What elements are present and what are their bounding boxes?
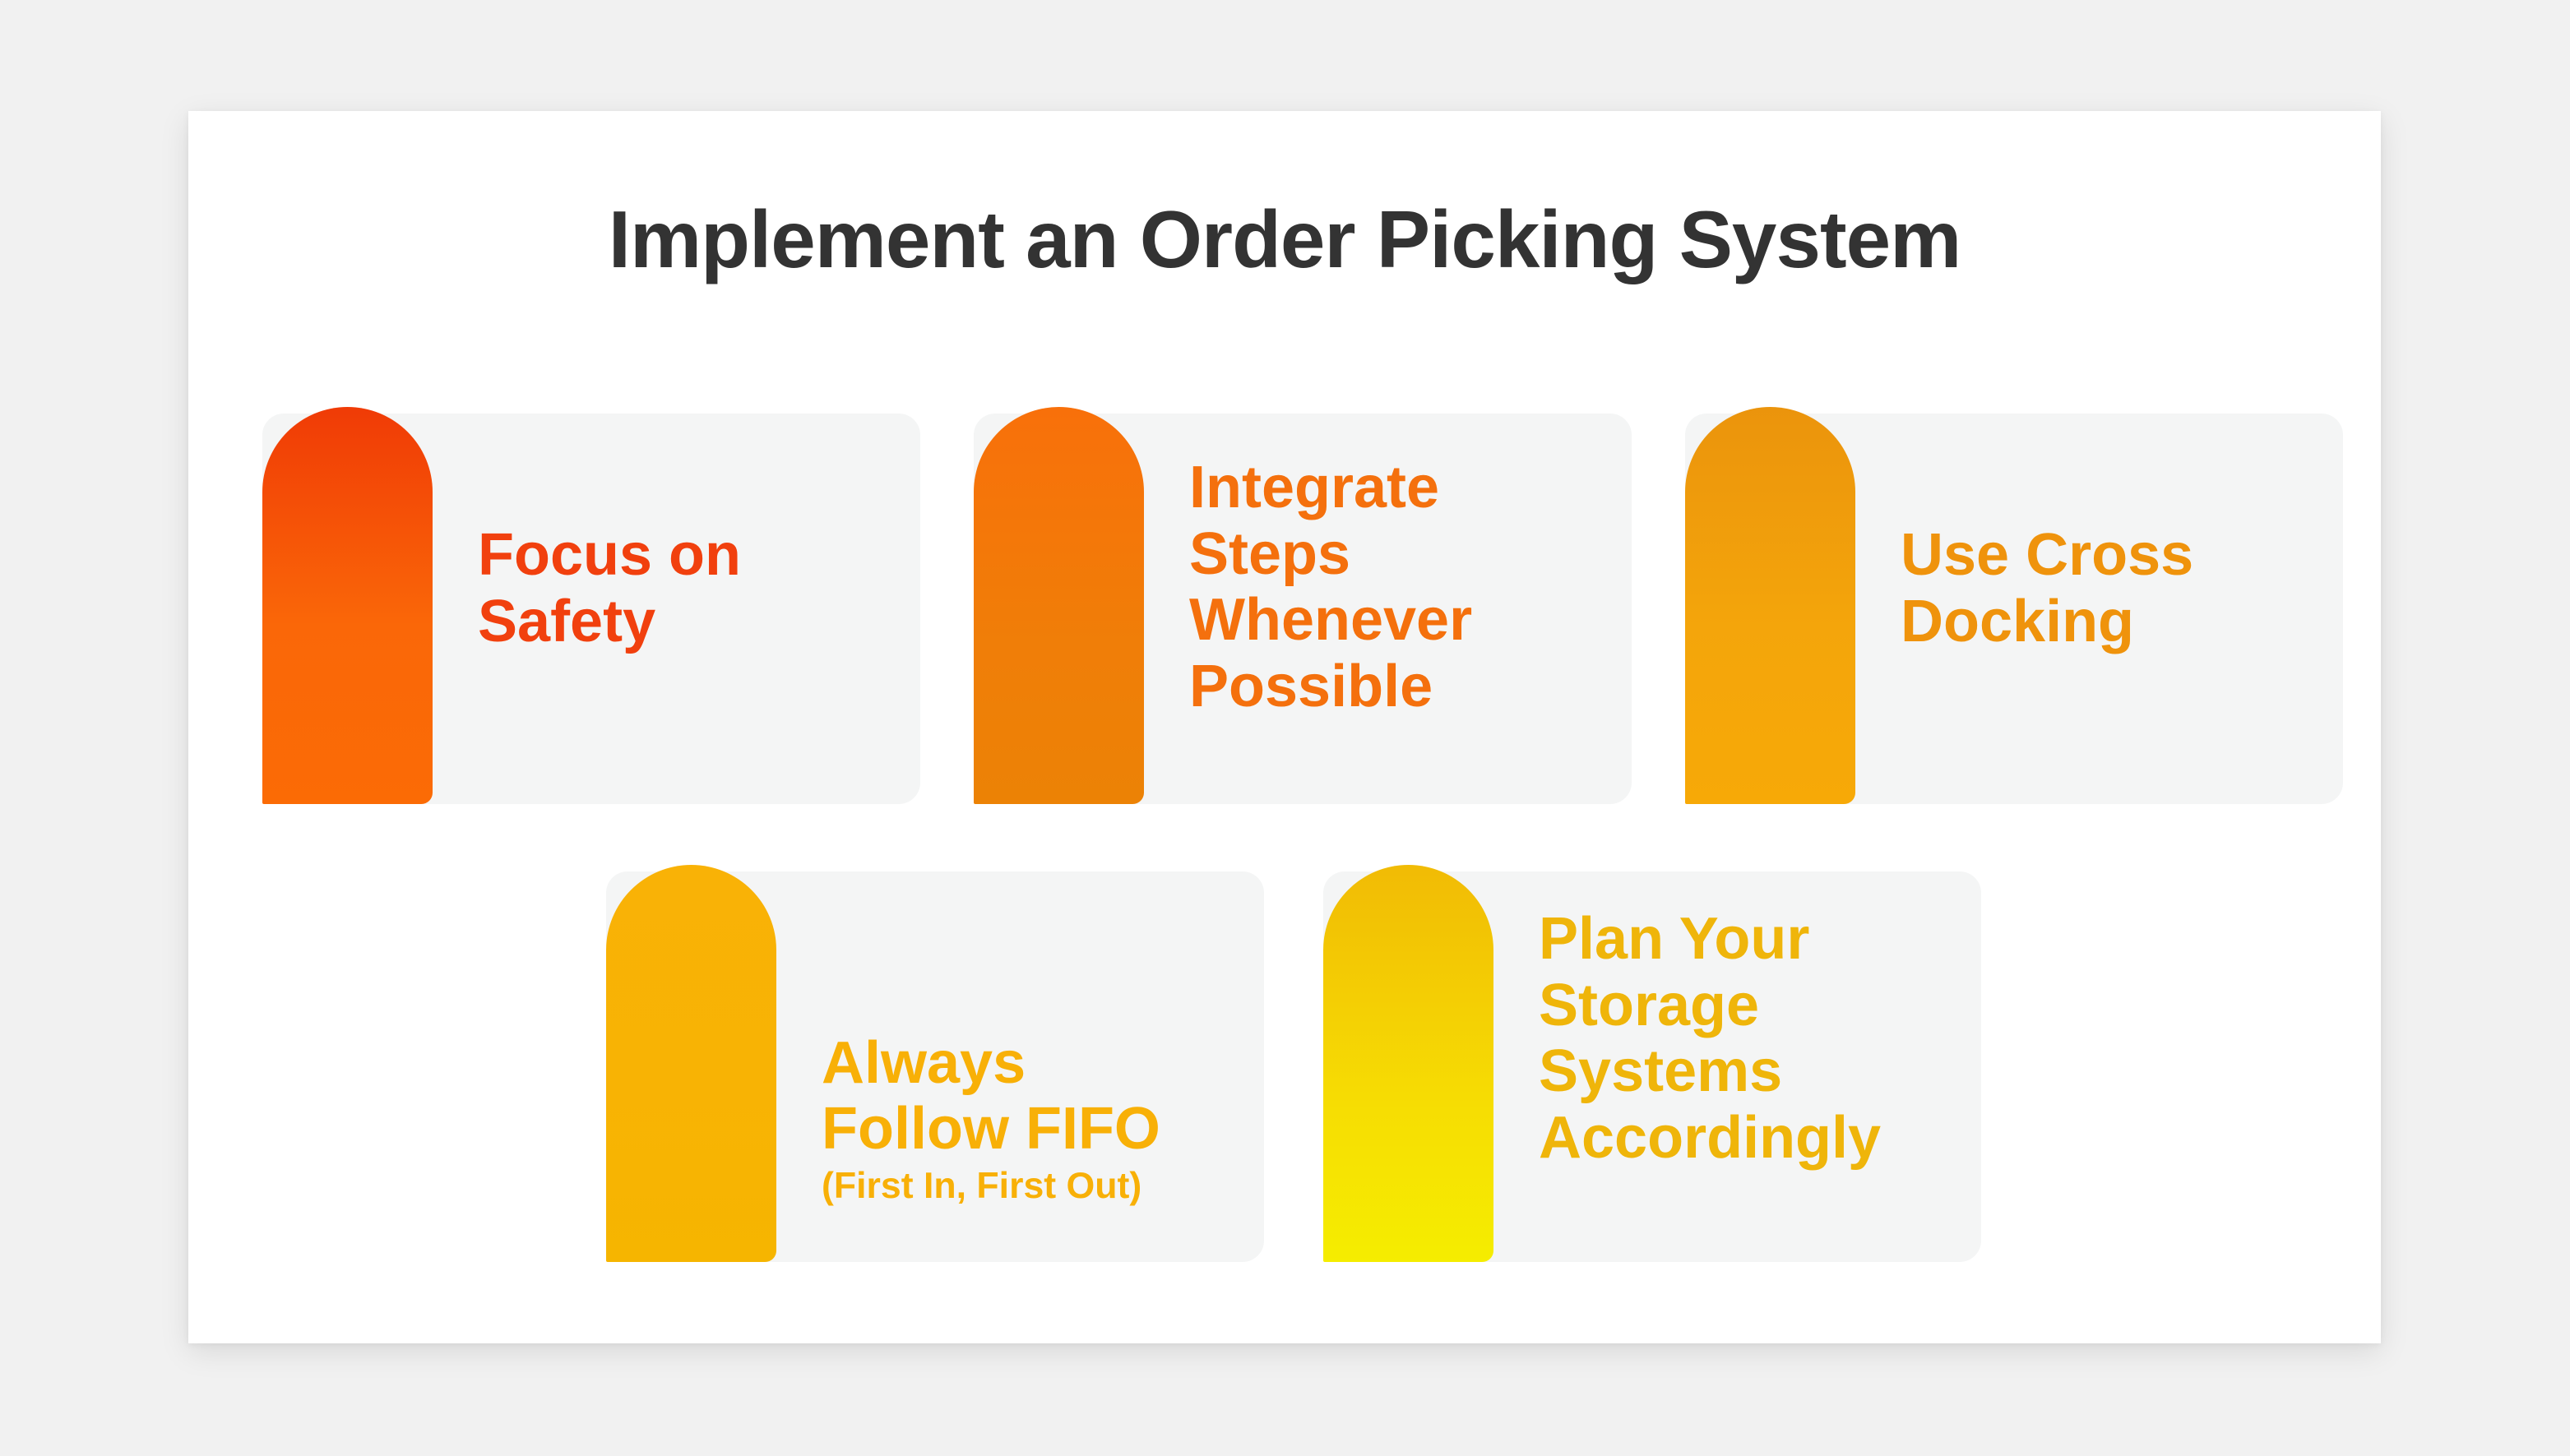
- card-accent-bar: [262, 407, 433, 804]
- card-accent-bar: [974, 407, 1144, 804]
- card-heading: Integrate Steps Whenever Possible: [1189, 455, 1473, 719]
- card-accent-bar: [1323, 865, 1493, 1262]
- infographic-panel: Implement an Order Picking System Focus …: [188, 111, 2381, 1343]
- card-heading-main: Always Follow FIFO: [822, 1029, 1160, 1162]
- page-title: Implement an Order Picking System: [608, 194, 1961, 284]
- card-focus-on-safety[interactable]: Focus on Safety: [262, 407, 920, 804]
- card-plan-your-storage-systems[interactable]: Plan Your Storage Systems Accordingly: [1323, 865, 1981, 1262]
- card-heading: Plan Your Storage Systems Accordingly: [1539, 906, 1882, 1171]
- card-integrate-steps[interactable]: Integrate Steps Whenever Possible: [974, 407, 1632, 804]
- card-heading: Always Follow FIFO (First In, First Out): [822, 964, 1249, 1274]
- card-subtitle: (First In, First Out): [822, 1165, 1142, 1206]
- card-accent-bar: [606, 865, 776, 1262]
- card-always-follow-fifo[interactable]: Always Follow FIFO (First In, First Out): [606, 865, 1264, 1262]
- card-use-cross-docking[interactable]: Use Cross Docking: [1685, 407, 2343, 804]
- card-heading: Focus on Safety: [478, 522, 741, 654]
- card-accent-bar: [1685, 407, 1855, 804]
- card-heading: Use Cross Docking: [1901, 522, 2194, 654]
